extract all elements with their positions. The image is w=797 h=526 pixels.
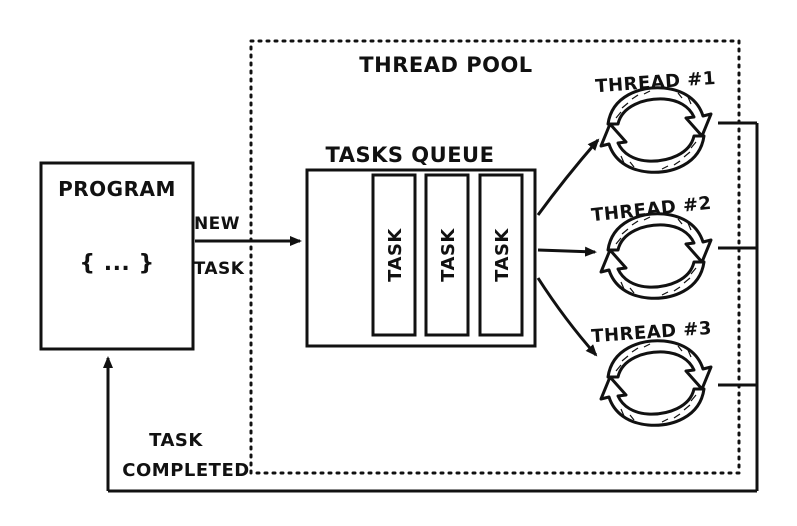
queue-task-1-label: TASK xyxy=(385,228,406,282)
task-completed-label-line2: COMPLETED xyxy=(122,460,249,481)
thread-1: THREAD #1 xyxy=(595,68,717,174)
program-box xyxy=(39,161,195,351)
thread-3: THREAD #3 xyxy=(591,318,713,427)
new-task-label-line2: TASK xyxy=(194,259,245,279)
thread-1-cycle-icon xyxy=(599,86,713,174)
program-label: PROGRAM xyxy=(58,177,176,201)
queue-task-2-label: TASK xyxy=(438,228,459,282)
thread-pool-label: THREAD POOL xyxy=(359,53,532,77)
completion-lines xyxy=(108,121,759,493)
dispatch-arrow-thread-1 xyxy=(536,138,600,216)
new-task-label-line1: NEW xyxy=(194,214,240,234)
tasks-queue-label: TASKS QUEUE xyxy=(326,143,495,167)
queue-task-3: TASK xyxy=(478,173,524,337)
thread-2-cycle-icon xyxy=(599,212,713,300)
thread-2: THREAD #2 xyxy=(590,193,713,300)
dispatch-arrow-thread-3 xyxy=(536,277,598,357)
queue-task-2: TASK xyxy=(424,173,470,337)
thread-3-cycle-icon xyxy=(599,339,713,427)
thread-pool-boundary xyxy=(249,39,741,475)
queue-task-3-label: TASK xyxy=(492,228,513,282)
queue-task-1: TASK xyxy=(371,173,417,337)
task-completed-label-line1: TASK xyxy=(149,430,203,451)
dispatch-arrow-thread-2 xyxy=(537,246,597,257)
program-code: { ... } xyxy=(79,251,154,276)
